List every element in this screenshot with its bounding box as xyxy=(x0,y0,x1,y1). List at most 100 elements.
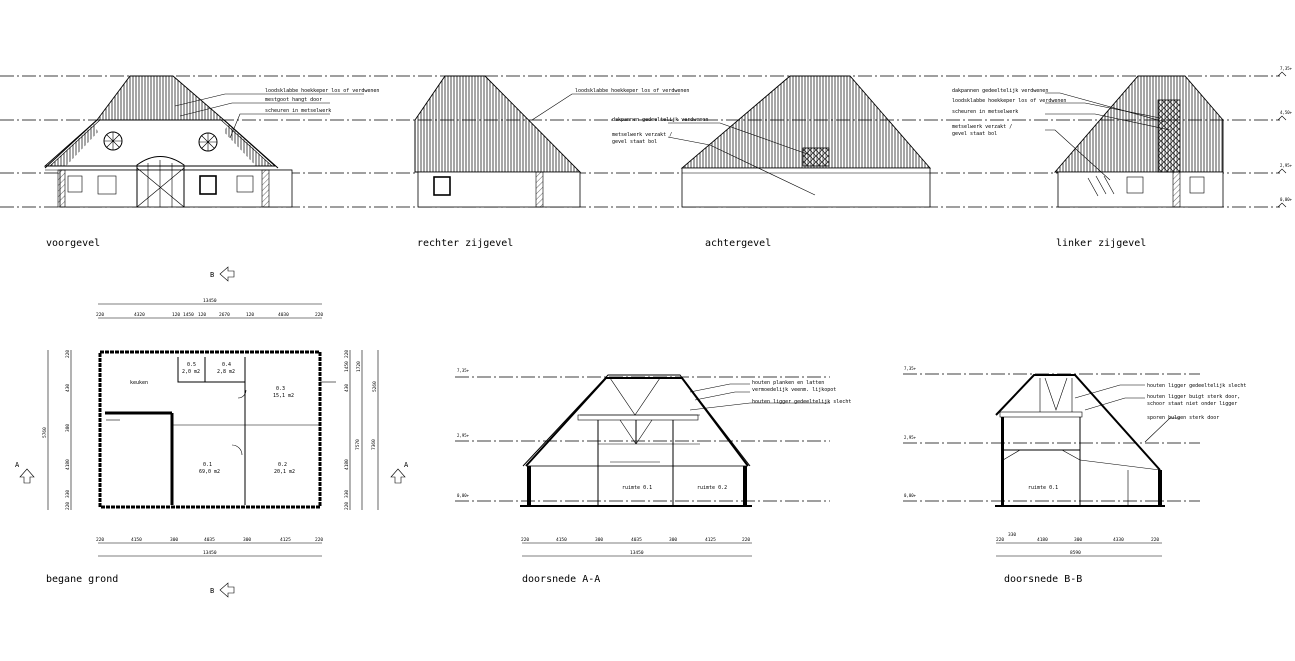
svg-text:houten ligger buigt sterk door: houten ligger buigt sterk door, xyxy=(1147,394,1240,400)
svg-text:ruimte 0.2: ruimte 0.2 xyxy=(697,485,727,491)
svg-text:7,35+: 7,35+ xyxy=(457,368,470,373)
svg-text:ruimte 0.1: ruimte 0.1 xyxy=(622,485,652,491)
svg-text:gevel staat bol: gevel staat bol xyxy=(612,139,657,145)
svg-text:2,95+: 2,95+ xyxy=(457,433,470,438)
svg-text:380: 380 xyxy=(65,424,71,432)
svg-text:220: 220 xyxy=(521,537,529,543)
svg-text:300: 300 xyxy=(669,537,677,543)
svg-text:mestgoot hangt door: mestgoot hangt door xyxy=(265,97,322,103)
svg-text:scheuren in metselwerk: scheuren in metselwerk xyxy=(265,108,331,114)
svg-text:ruimte 0.1: ruimte 0.1 xyxy=(1028,485,1058,491)
section-mark-a-right: A xyxy=(390,461,409,484)
svg-text:houten ligger gedeeltelijk sle: houten ligger gedeeltelijk slecht xyxy=(1147,383,1246,389)
svg-text:1450: 1450 xyxy=(344,361,350,372)
plan-dims-right: 220 1450 1720 430 5260 4180 330 220 xyxy=(344,350,378,510)
svg-text:20,1 m2: 20,1 m2 xyxy=(274,469,295,475)
svg-text:4035: 4035 xyxy=(631,537,642,543)
svg-text:330: 330 xyxy=(344,490,350,498)
svg-text:15,1 m2: 15,1 m2 xyxy=(273,393,294,399)
svg-text:metselwerk verzakt /: metselwerk verzakt / xyxy=(952,124,1012,130)
svg-text:2,0 m2: 2,0 m2 xyxy=(182,369,200,375)
svg-text:300: 300 xyxy=(595,537,603,543)
svg-text:220: 220 xyxy=(742,537,750,543)
svg-text:120: 120 xyxy=(172,312,180,318)
svg-text:220: 220 xyxy=(344,350,350,358)
svg-text:4320: 4320 xyxy=(134,312,145,318)
svg-text:dakpannen gedeeltelijk verdwen: dakpannen gedeeltelijk verdwenen xyxy=(952,88,1048,94)
svg-text:4030: 4030 xyxy=(278,312,289,318)
svg-text:keuken: keuken xyxy=(130,380,148,386)
elevation-achtergevel: dakpannen gedeeltelijk verdwenen metselw… xyxy=(612,75,931,208)
svg-text:0.3: 0.3 xyxy=(276,386,285,392)
svg-text:1450: 1450 xyxy=(183,312,194,318)
svg-text:scheuren in metselwerk: scheuren in metselwerk xyxy=(952,109,1018,115)
title-doorsnede-bb: doorsnede B-B xyxy=(1004,574,1082,585)
svg-text:220: 220 xyxy=(315,537,323,543)
svg-text:120: 120 xyxy=(246,312,254,318)
svg-text:vermoedelijk veenm. lijkopot: vermoedelijk veenm. lijkopot xyxy=(752,387,836,393)
level-marker-ground: 0,00+ xyxy=(1277,197,1293,208)
svg-text:69,0 m2: 69,0 m2 xyxy=(199,469,220,475)
svg-text:4150: 4150 xyxy=(131,537,142,543)
svg-text:220: 220 xyxy=(65,502,71,510)
svg-text:13450: 13450 xyxy=(630,550,644,556)
section-bb-dims: 220 4180 300 4330 220 xyxy=(996,537,1159,543)
elevation-rechter-zijgevel: loodsklabbe hoekkeper los of verdwenen xyxy=(414,75,689,208)
svg-text:430: 430 xyxy=(344,384,350,392)
title-voorgevel: voorgevel xyxy=(46,238,100,249)
svg-text:5760: 5760 xyxy=(42,427,48,438)
svg-text:220: 220 xyxy=(96,537,104,543)
svg-text:7,35+: 7,35+ xyxy=(1280,66,1293,71)
svg-text:4,50+: 4,50+ xyxy=(1280,110,1293,115)
title-begane-grond: begane grond xyxy=(46,574,118,585)
svg-text:4125: 4125 xyxy=(705,537,716,543)
svg-text:4150: 4150 xyxy=(556,537,567,543)
svg-text:0,00+: 0,00+ xyxy=(457,493,470,498)
svg-text:220: 220 xyxy=(96,312,104,318)
svg-text:13450: 13450 xyxy=(203,550,217,556)
svg-text:4180: 4180 xyxy=(1037,537,1048,543)
svg-text:houten planken en latten: houten planken en latten xyxy=(752,380,824,386)
svg-text:220: 220 xyxy=(344,502,350,510)
svg-text:B: B xyxy=(210,271,214,279)
svg-text:0.4: 0.4 xyxy=(222,362,231,368)
svg-text:7360: 7360 xyxy=(371,439,377,450)
svg-text:0.2: 0.2 xyxy=(278,462,287,468)
svg-text:0.1: 0.1 xyxy=(203,462,212,468)
svg-text:2,95+: 2,95+ xyxy=(904,435,917,440)
title-doorsnede-aa: doorsnede A-A xyxy=(522,574,600,585)
svg-text:loodsklabbe hoekkeper los of v: loodsklabbe hoekkeper los of verdwenen xyxy=(575,88,689,94)
title-achtergevel: achtergevel xyxy=(705,238,771,249)
svg-text:loodsklabbe hoekkeper los of v: loodsklabbe hoekkeper los of verdwenen xyxy=(952,98,1066,104)
plan-dims-bottom: 220 4150 300 4035 300 4125 220 xyxy=(96,537,323,543)
svg-text:B: B xyxy=(210,587,214,595)
section-bb: 7,35+ 2,95+ 0,00+ houten ligger gedeelte… xyxy=(903,366,1246,557)
svg-text:330: 330 xyxy=(65,490,71,498)
svg-text:dakpannen gedeeltelijk verdwen: dakpannen gedeeltelijk verdwenen xyxy=(612,117,708,123)
svg-text:330: 330 xyxy=(1008,532,1016,538)
svg-text:A: A xyxy=(15,461,20,469)
elevation-linker-zijgevel: dakpannen gedeeltelijk verdwenen loodskl… xyxy=(952,75,1224,208)
svg-text:4125: 4125 xyxy=(280,537,291,543)
svg-text:4180: 4180 xyxy=(344,459,350,470)
title-linker-zijgevel: linker zijgevel xyxy=(1056,238,1146,249)
svg-text:1720: 1720 xyxy=(356,361,362,372)
svg-text:4180: 4180 xyxy=(65,459,71,470)
section-mark-b-bottom: B xyxy=(210,582,235,598)
svg-text:metselwerk verzakt /: metselwerk verzakt / xyxy=(612,132,672,138)
svg-text:sporen bulgen sterk door: sporen bulgen sterk door xyxy=(1147,415,1219,421)
svg-text:120: 120 xyxy=(198,312,206,318)
section-mark-b-top: B xyxy=(210,266,235,282)
plan-dims-top: 220 4320 120 1450 120 2670 120 4030 220 xyxy=(96,312,323,318)
svg-text:220: 220 xyxy=(1151,537,1159,543)
elevation-voorgevel xyxy=(43,75,293,208)
svg-text:loodsklabbe hoekkeper los of v: loodsklabbe hoekkeper los of verdwenen xyxy=(265,88,379,94)
level-marker-2: 4,50+ xyxy=(1277,110,1293,121)
title-rechter-zijgevel: rechter zijgevel xyxy=(417,238,513,249)
svg-text:houten ligger gedeeltelijk sle: houten ligger gedeeltelijk slecht xyxy=(752,399,851,405)
svg-text:430: 430 xyxy=(65,384,71,392)
section-aa-dims: 220 4150 300 4035 300 4125 220 xyxy=(521,537,750,543)
section-aa: 7,35+ 2,95+ 0,00+ houten planken en latt… xyxy=(455,368,851,557)
svg-text:300: 300 xyxy=(243,537,251,543)
